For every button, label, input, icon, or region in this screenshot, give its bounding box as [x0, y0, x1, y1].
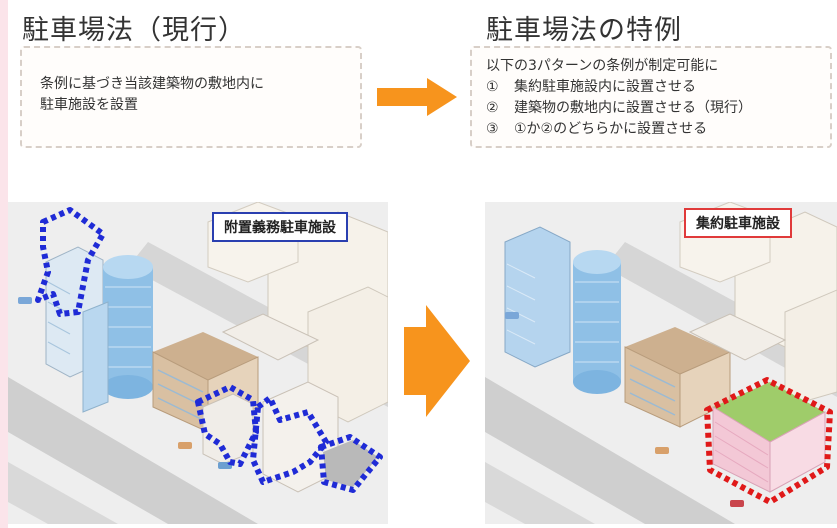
special-law-text: 以下の3パターンの条例が制定可能に ① 集約駐車施設内に設置させる ② 建築物の敷地…	[486, 56, 752, 140]
special-law-line-text: ①か②のどちらかに設置させる	[514, 121, 708, 137]
current-law-line: 条例に基づき当該建築物の敷地内に	[40, 76, 264, 92]
special-law-heading: 駐車場法の特例	[486, 15, 682, 46]
pattern-number: ②	[486, 100, 499, 116]
special-law-line-text: 建築物の敷地内に設置させる（現行）	[514, 100, 752, 116]
special-law-line: ① 集約駐車施設内に設置させる	[486, 77, 752, 98]
special-law-box: 以下の3パターンの条例が制定可能に ① 集約駐車施設内に設置させる ② 建築物の敷地…	[470, 46, 832, 148]
current-law-text: 条例に基づき当該建築物の敷地内に 駐車施設を設置	[40, 74, 264, 116]
current-law-illustration	[8, 202, 388, 524]
special-law-line: ③ ①か②のどちらかに設置させる	[486, 119, 752, 140]
special-law-illustration	[485, 202, 837, 524]
pattern-number: ①	[486, 79, 499, 95]
special-law-line: ② 建築物の敷地内に設置させる（現行）	[486, 98, 752, 119]
current-law-line: 駐車施設を設置	[40, 97, 138, 113]
pattern-number: ③	[486, 121, 499, 137]
current-law-box: 条例に基づき当該建築物の敷地内に 駐車施設を設置	[20, 46, 362, 148]
consolidated-parking-label: 集約駐車施設	[684, 208, 792, 238]
special-law-line: 以下の3パターンの条例が制定可能に	[486, 56, 752, 77]
special-law-line-text: 集約駐車施設内に設置させる	[514, 79, 696, 95]
current-law-heading: 駐車場法（現行）	[22, 15, 246, 46]
arrow-right-icon	[377, 78, 457, 116]
special-law-line-text: 以下の3パターンの条例が制定可能に	[486, 58, 719, 74]
attached-parking-label: 附置義務駐車施設	[212, 212, 348, 242]
arrow-right-icon	[404, 305, 470, 417]
